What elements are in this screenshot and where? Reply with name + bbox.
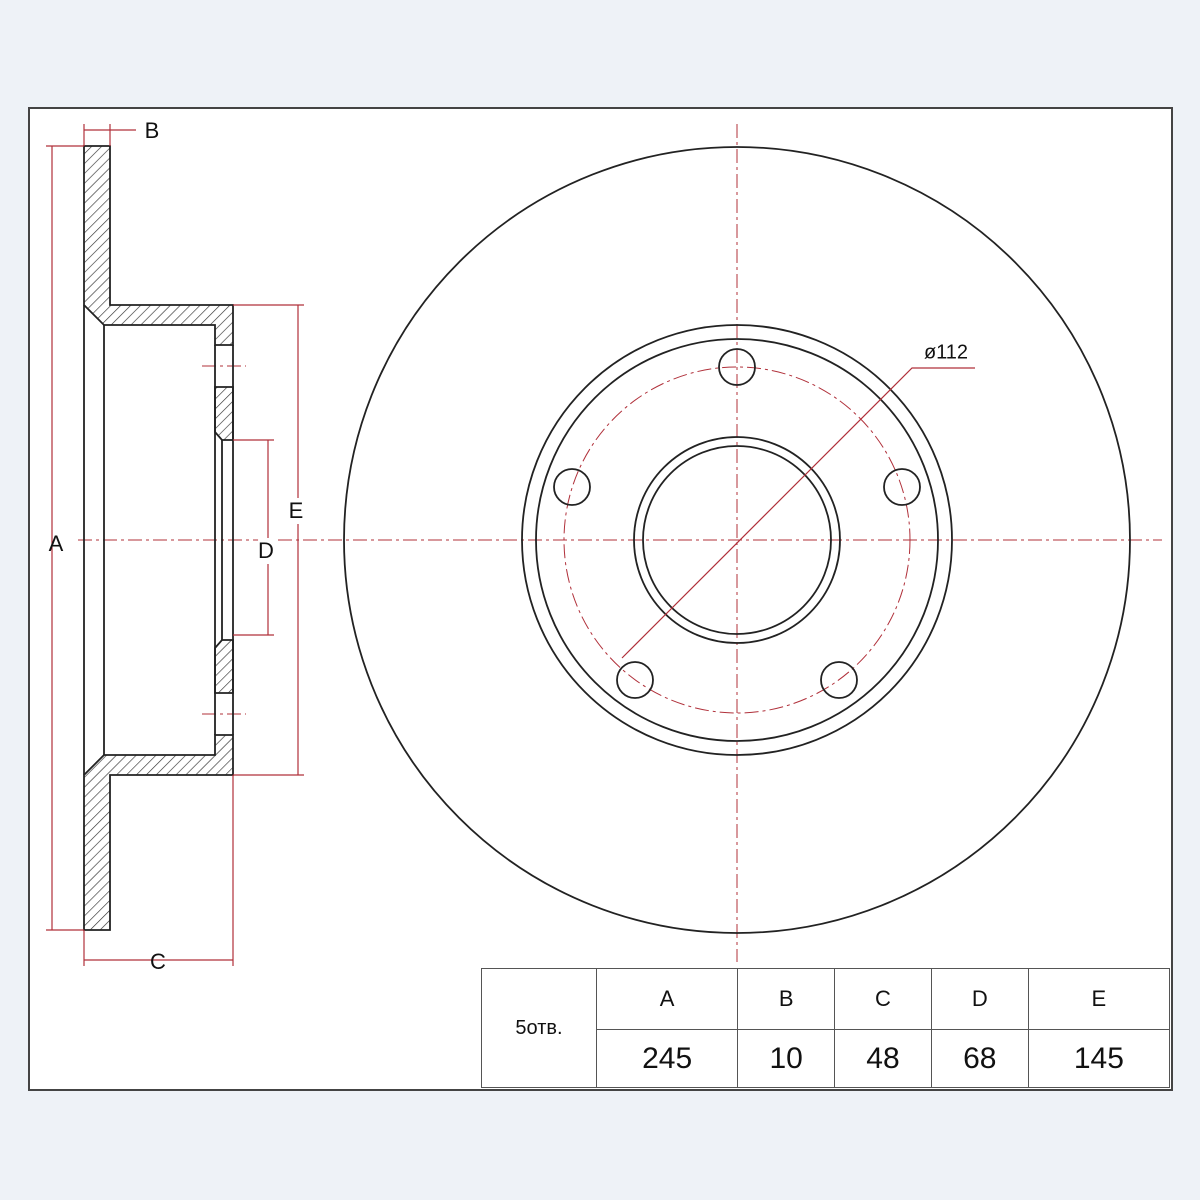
bolt-hole	[553, 468, 591, 506]
dimension-label-e: E	[288, 498, 304, 524]
header-e: E	[1027, 968, 1171, 1030]
bolt-circle-leader	[621, 367, 975, 659]
header-a: A	[595, 968, 739, 1030]
value-d: 68	[930, 1029, 1029, 1088]
dimension-label-d: D	[258, 538, 274, 564]
value-b: 10	[737, 1029, 836, 1088]
dimensions-table: 5отв. A B C D E 245 10 48 68 145	[481, 968, 1171, 1088]
dimension-label-b: B	[144, 118, 160, 143]
header-b: B	[737, 968, 836, 1030]
header-d: D	[930, 968, 1029, 1030]
disc-front-view	[343, 146, 1131, 934]
drawing-frame	[28, 107, 1173, 1091]
bolt-holes-count: 5отв.	[481, 968, 597, 1088]
center-bore-outer	[633, 436, 841, 644]
dimension-lines	[46, 124, 304, 966]
dimension-label-a: A	[48, 531, 64, 556]
disc-outer-edge	[343, 146, 1131, 934]
value-a: 245	[595, 1029, 739, 1088]
bolt-circle	[563, 366, 911, 714]
value-c: 48	[834, 1029, 932, 1088]
bolt-circle-diameter-label: ø112	[923, 341, 969, 364]
header-c: C	[834, 968, 932, 1030]
bolt-hole	[820, 661, 858, 699]
hat-outer-edge	[521, 324, 953, 756]
value-e: 145	[1027, 1029, 1171, 1088]
bolt-hole	[718, 348, 756, 386]
dimension-label-c: C	[150, 949, 166, 974]
bolt-hole	[883, 468, 921, 506]
bolt-hole	[616, 661, 654, 699]
center-bore-inner	[642, 445, 832, 635]
disc-cross-section	[83, 145, 234, 931]
